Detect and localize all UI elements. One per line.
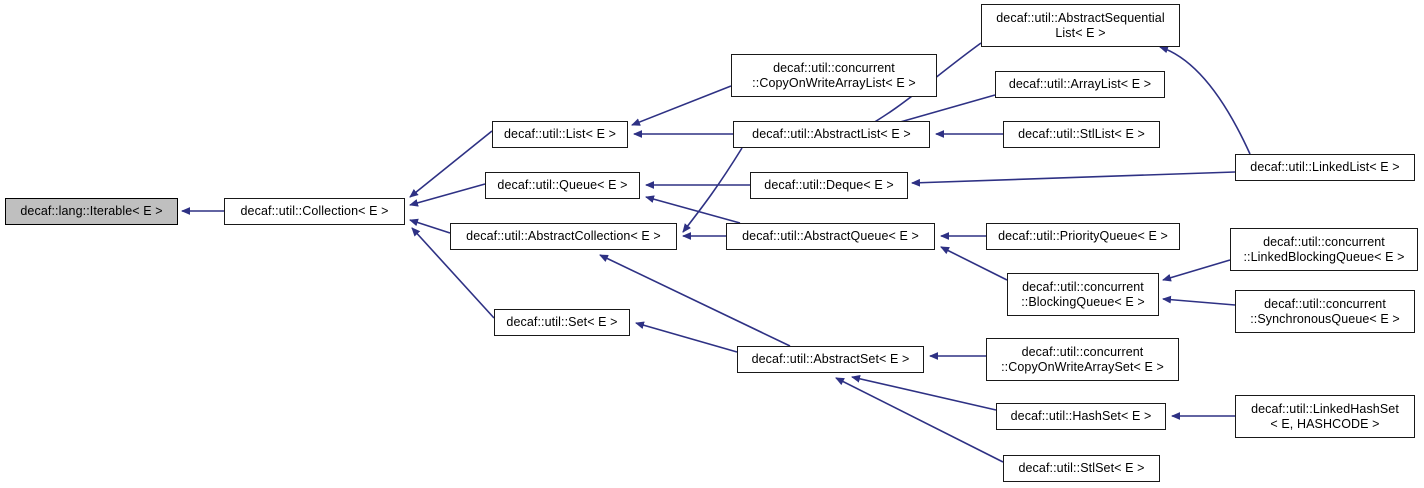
class-node-set[interactable]: decaf::util::Set< E >	[494, 309, 630, 336]
inheritance-edge	[851, 374, 997, 411]
inheritance-edge	[911, 171, 1236, 187]
inheritance-edge	[409, 218, 451, 234]
class-node-label: decaf::util::concurrent ::CopyOnWriteArr…	[752, 60, 916, 90]
class-node-label: decaf::util::AbstractCollection< E >	[466, 229, 661, 243]
class-node-label: decaf::util::StlSet< E >	[1018, 461, 1145, 475]
class-node-abstract-queue[interactable]: decaf::util::AbstractQueue< E >	[726, 223, 935, 250]
class-node-abstract-collection[interactable]: decaf::util::AbstractCollection< E >	[450, 223, 677, 250]
class-node-array-list[interactable]: decaf::util::ArrayList< E >	[995, 71, 1165, 98]
class-node-label: decaf::util::Collection< E >	[240, 204, 389, 218]
class-node-iterable[interactable]: decaf::lang::Iterable< E >	[5, 198, 178, 225]
class-node-copy-on-write-array-set[interactable]: decaf::util::concurrent ::CopyOnWriteArr…	[986, 338, 1179, 381]
class-node-abstract-list[interactable]: decaf::util::AbstractList< E >	[733, 121, 930, 148]
class-node-stl-list[interactable]: decaf::util::StlList< E >	[1003, 121, 1160, 148]
class-node-stl-set[interactable]: decaf::util::StlSet< E >	[1003, 455, 1160, 482]
class-node-label: decaf::util::AbstractQueue< E >	[742, 229, 919, 243]
inheritance-edge	[1162, 295, 1236, 306]
inheritance-edge	[409, 130, 493, 198]
class-node-label: decaf::util::Set< E >	[506, 315, 618, 329]
class-node-copy-on-write-array-list[interactable]: decaf::util::concurrent ::CopyOnWriteArr…	[731, 54, 937, 97]
class-node-label: decaf::util::Queue< E >	[497, 178, 628, 192]
class-node-linked-list[interactable]: decaf::util::LinkedList< E >	[1235, 154, 1415, 181]
inheritance-edge	[635, 321, 738, 353]
class-node-linked-hash-set[interactable]: decaf::util::LinkedHashSet < E, HASHCODE…	[1235, 395, 1415, 438]
class-node-blocking-queue[interactable]: decaf::util::concurrent ::BlockingQueue<…	[1007, 273, 1159, 316]
class-node-abstract-set[interactable]: decaf::util::AbstractSet< E >	[737, 346, 924, 373]
class-node-linked-blocking-queue[interactable]: decaf::util::concurrent ::LinkedBlocking…	[1230, 228, 1418, 271]
inheritance-edge	[645, 195, 741, 224]
inheritance-edge	[835, 377, 1004, 463]
class-node-label: decaf::util::AbstractSet< E >	[751, 352, 910, 366]
class-node-queue[interactable]: decaf::util::Queue< E >	[485, 172, 640, 199]
edge-group	[181, 42, 1251, 463]
inheritance-edge	[1159, 45, 1251, 155]
class-node-deque[interactable]: decaf::util::Deque< E >	[750, 172, 908, 199]
inheritance-edge	[682, 147, 743, 233]
class-node-label: decaf::util::concurrent ::CopyOnWriteArr…	[1001, 344, 1164, 374]
inheritance-edge	[1162, 259, 1231, 282]
class-node-label: decaf::util::LinkedList< E >	[1250, 160, 1400, 174]
class-node-label: decaf::util::concurrent ::BlockingQueue<…	[1021, 279, 1145, 309]
class-node-label: decaf::util::concurrent ::LinkedBlocking…	[1243, 234, 1405, 264]
class-node-label: decaf::util::Deque< E >	[764, 178, 894, 192]
class-node-label: decaf::util::StlList< E >	[1018, 127, 1145, 141]
inheritance-edge	[409, 183, 486, 207]
class-node-label: decaf::util::List< E >	[504, 127, 616, 141]
class-node-label: decaf::lang::Iterable< E >	[20, 204, 163, 218]
inheritance-edge	[631, 85, 732, 126]
class-node-label: decaf::util::ArrayList< E >	[1008, 77, 1152, 91]
class-node-label: decaf::util::PriorityQueue< E >	[998, 229, 1168, 243]
class-node-list[interactable]: decaf::util::List< E >	[492, 121, 628, 148]
class-node-hash-set[interactable]: decaf::util::HashSet< E >	[996, 403, 1166, 430]
class-node-collection[interactable]: decaf::util::Collection< E >	[224, 198, 405, 225]
class-node-label: decaf::util::AbstractList< E >	[752, 127, 911, 141]
class-node-abstract-sequential-list[interactable]: decaf::util::AbstractSequential List< E …	[981, 4, 1180, 47]
class-node-label: decaf::util::HashSet< E >	[1010, 409, 1152, 423]
class-node-priority-queue[interactable]: decaf::util::PriorityQueue< E >	[986, 223, 1180, 250]
class-node-label: decaf::util::concurrent ::SynchronousQue…	[1250, 296, 1400, 326]
inheritance-edge	[940, 246, 1008, 281]
class-node-label: decaf::util::LinkedHashSet < E, HASHCODE…	[1251, 401, 1399, 431]
class-node-label: decaf::util::AbstractSequential List< E …	[996, 10, 1165, 40]
class-node-synchronous-queue[interactable]: decaf::util::concurrent ::SynchronousQue…	[1235, 290, 1415, 333]
